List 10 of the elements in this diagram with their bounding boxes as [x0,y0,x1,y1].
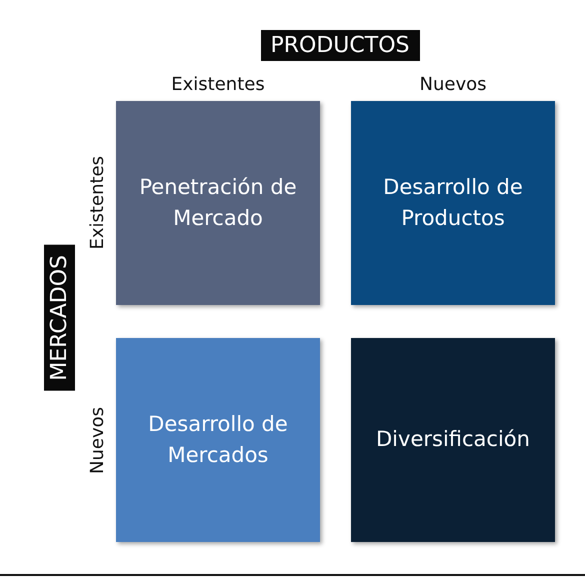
row-label: Nuevos [86,406,108,474]
quadrant-box: Diversificación [351,338,555,542]
column-label: Existentes [171,74,265,94]
row-label: Existentes [86,156,108,250]
quadrant-box: Desarrollo de Mercados [116,338,320,542]
quadrant-box: Desarrollo de Productos [351,101,555,305]
quadrant-box: Penetración de Mercado [116,101,320,305]
axis-title: PRODUCTOS [260,30,420,60]
column-label: Nuevos [420,74,486,94]
axis-title: MERCADOS [44,245,74,391]
